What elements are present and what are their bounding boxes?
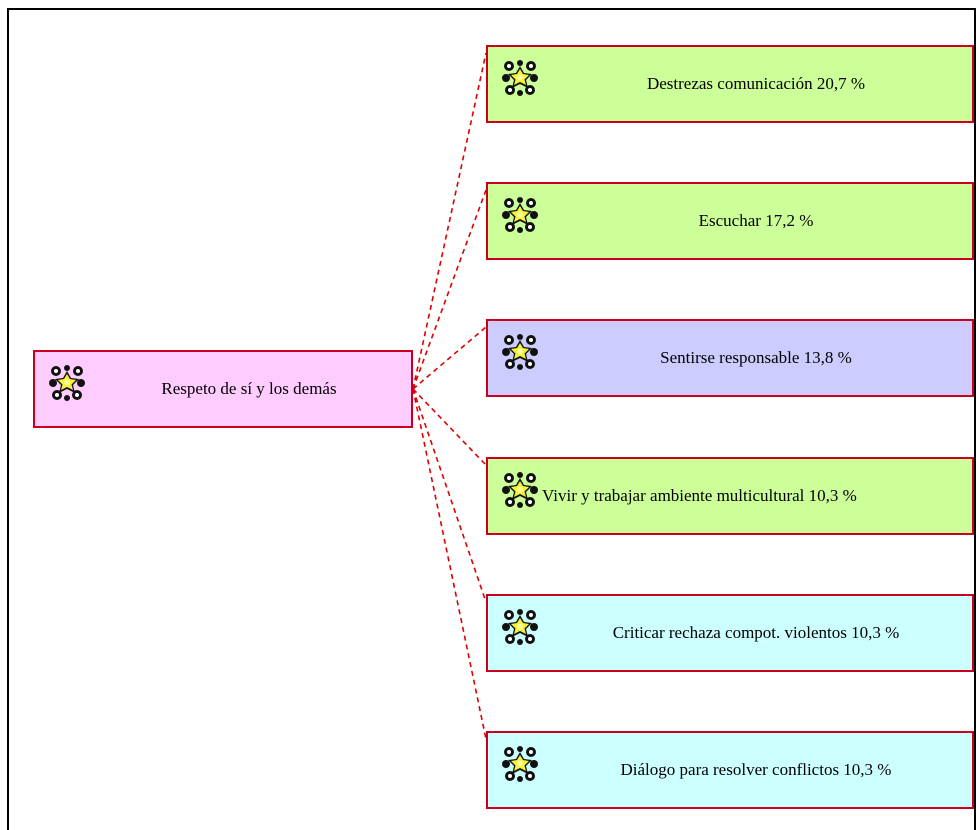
- root-node[interactable]: Respeto de sí y los demás: [33, 350, 413, 428]
- star-flower-icon: [500, 744, 540, 784]
- child-node-label: Sentirse responsable 13,8 %: [660, 348, 852, 367]
- star-flower-icon: [47, 363, 87, 403]
- star-flower-icon: [500, 58, 540, 98]
- child-node-vivir-trabajar-multicultural[interactable]: Vivir y trabajar ambiente multicultural …: [486, 457, 974, 535]
- child-node-criticar-rechaza[interactable]: Criticar rechaza compot. violentos 10,3 …: [486, 594, 974, 672]
- child-node-destrezas-comunicacion[interactable]: Destrezas comunicación 20,7 %: [486, 45, 974, 123]
- child-node-sentirse-responsable[interactable]: Sentirse responsable 13,8 %: [486, 319, 974, 397]
- diagram-frame: [7, 8, 976, 830]
- child-node-label: Diálogo para resolver conflictos 10,3 %: [620, 760, 892, 779]
- child-node-label: Criticar rechaza compot. violentos 10,3 …: [612, 623, 900, 642]
- child-node-escuchar[interactable]: Escuchar 17,2 %: [486, 182, 974, 260]
- star-flower-icon: [500, 607, 540, 647]
- child-node-label: Vivir y trabajar ambiente multicultural …: [542, 486, 857, 505]
- child-node-dialogo-conflictos[interactable]: Diálogo para resolver conflictos 10,3 %: [486, 731, 974, 809]
- root-node-label: Respeto de sí y los demás: [161, 379, 337, 398]
- star-flower-icon: [500, 332, 540, 372]
- star-flower-icon: [500, 195, 540, 235]
- star-flower-icon: [500, 470, 540, 510]
- child-node-label: Escuchar 17,2 %: [698, 211, 814, 230]
- child-node-label: Destrezas comunicación 20,7 %: [646, 74, 866, 93]
